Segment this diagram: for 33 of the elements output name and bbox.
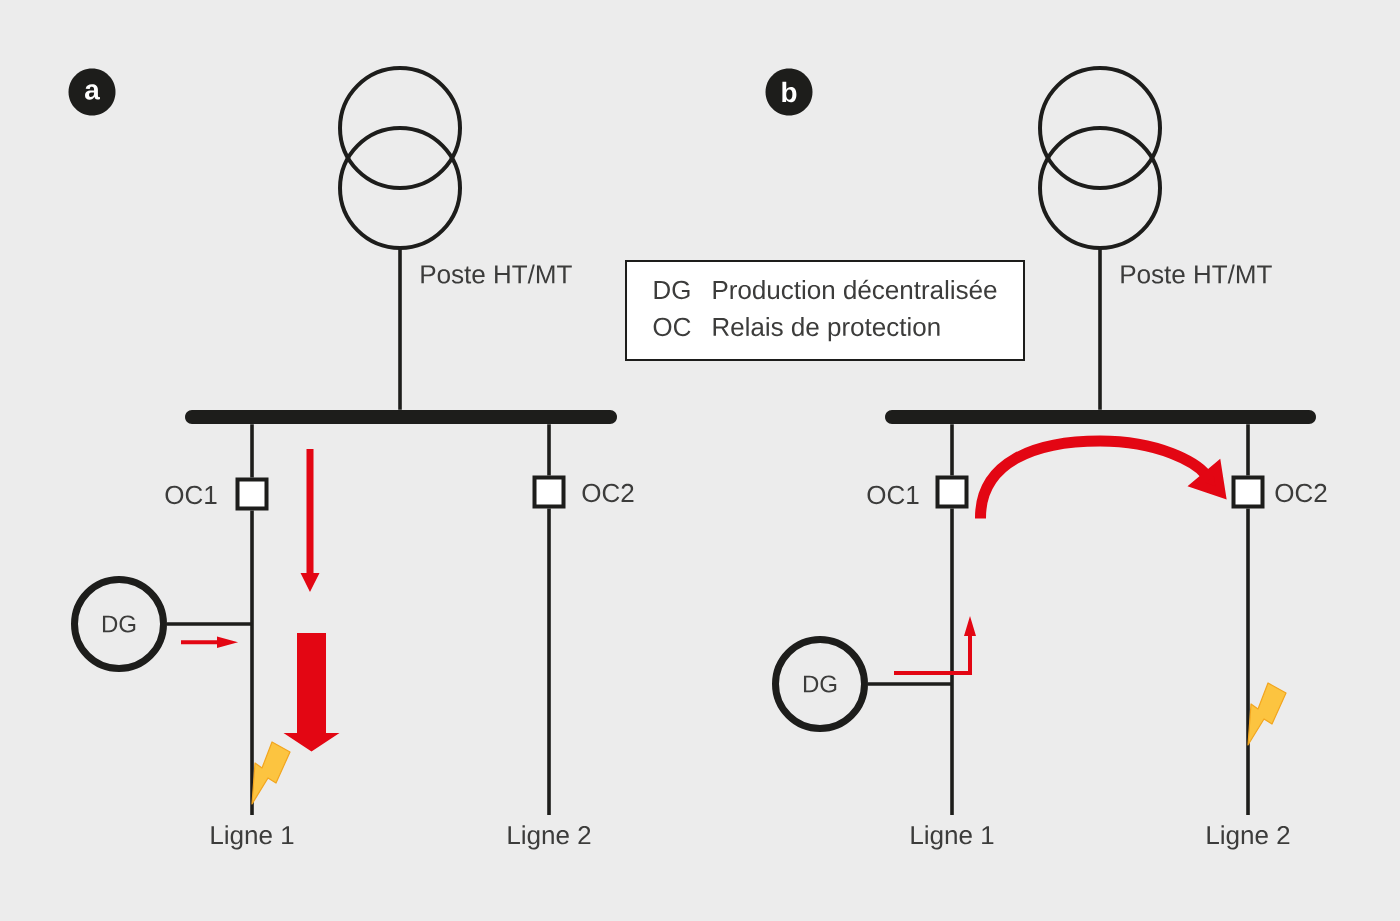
connection-line: [950, 508, 954, 815]
connection-line: [868, 682, 952, 686]
connection-line: [950, 424, 954, 476]
connection-line: [167, 622, 252, 626]
component-label: OC1: [165, 485, 217, 505]
line-label: Ligne 2: [1207, 825, 1290, 850]
connection-line: [547, 424, 551, 476]
component-label: OC2: [1275, 483, 1327, 503]
connection-line: [250, 510, 254, 815]
relay-box: [935, 475, 969, 509]
connection-line: [1098, 248, 1102, 410]
line-label: Ligne 1: [911, 825, 994, 850]
line-label: Ligne 2: [508, 825, 591, 850]
relay-box: [235, 477, 269, 511]
relay-box: [532, 475, 566, 509]
panel-badge: a: [68, 68, 116, 116]
transformer-symbol: [1038, 66, 1162, 250]
component-label: OC1: [867, 485, 919, 505]
panel-badge: b: [765, 68, 813, 116]
component-label: OC2: [582, 483, 634, 503]
connection-line: [398, 248, 402, 410]
line-label: Ligne 1: [211, 825, 294, 850]
component-label: Poste HT/MT: [421, 264, 572, 284]
relay-box: [1231, 475, 1265, 509]
connection-line: [547, 508, 551, 815]
connection-line: [250, 424, 254, 478]
connection-line: [1246, 508, 1250, 815]
component-label: Poste HT/MT: [1121, 264, 1272, 284]
connection-line: [1246, 424, 1250, 476]
transformer-symbol: [338, 66, 462, 250]
busbar: [885, 410, 1316, 424]
busbar: [185, 410, 617, 424]
legend-box: DG Production décentralisée OC Relais de protection: [625, 260, 1025, 361]
